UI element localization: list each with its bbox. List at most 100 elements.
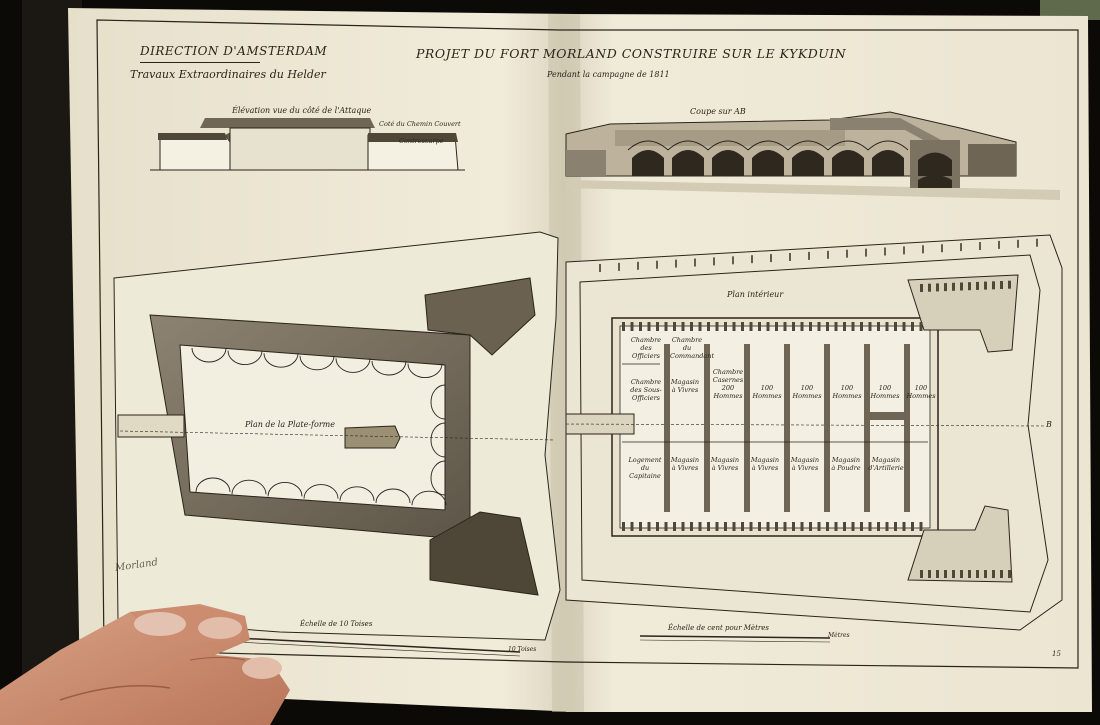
plate-title: PROJET DU FORT MORLAND CONSTRUIRE SUR LE… (416, 46, 847, 61)
page-number: 15 (1052, 650, 1061, 658)
plate-direction-heading: DIRECTION D'AMSTERDAM (140, 44, 328, 58)
scale-left-end: 10 Toises (508, 646, 537, 653)
casemate-arch (303, 484, 339, 499)
wall-tooth (749, 522, 753, 531)
platform-plan-label: Plan de la Plate-forme (245, 420, 335, 429)
wall-tooth (976, 570, 979, 578)
wall-tooth (664, 522, 668, 531)
wall-tooth (792, 522, 795, 531)
interior-wall-hatching (599, 238, 1038, 578)
wall-tooth (834, 322, 838, 331)
wall-tooth (817, 322, 821, 331)
scale-left-label: Échelle de 10 Toises (300, 620, 373, 628)
wall-tooth (698, 322, 702, 331)
room-label: 100 Hommes (832, 384, 862, 400)
wall-tooth (960, 570, 963, 578)
wall-tooth (673, 322, 676, 331)
wall-tooth (809, 522, 812, 531)
partition-wall (704, 344, 710, 512)
section-arch-outline (787, 140, 829, 151)
wall-tooth (775, 322, 778, 331)
wall-tooth (749, 322, 753, 331)
wall-tooth (724, 322, 727, 331)
room-label: Magasin à Vivres (750, 456, 780, 472)
wall-tooth (911, 322, 914, 331)
casemate-arch (411, 490, 447, 506)
wall-tooth (732, 322, 736, 331)
wall-tooth (860, 522, 863, 531)
wall-tooth (639, 522, 642, 531)
wall-tooth (894, 322, 897, 331)
wall-tooth (826, 322, 829, 331)
wall-tooth (936, 283, 939, 292)
wall-tooth (656, 322, 659, 331)
interior-walls (622, 344, 928, 512)
wall-tooth (681, 322, 685, 331)
wall-tooth (868, 522, 872, 531)
wall-tooth (1000, 281, 1003, 289)
wall-tooth (630, 522, 634, 531)
elevation-caption: Élévation vue du côté de l'Attaque (232, 106, 372, 115)
wall-tooth (843, 522, 846, 531)
scale-right-label: Échelle de cent pour Mètres (668, 624, 769, 632)
wall-tooth (894, 522, 897, 531)
room-label: Chambre du Commandant (670, 336, 715, 360)
casemate-arch (231, 479, 267, 495)
partition-wall (744, 344, 750, 512)
wall-tooth (817, 522, 821, 531)
room-label: 100 Hommes (906, 384, 936, 400)
wall-tooth (732, 522, 736, 531)
casemate-arch (430, 460, 446, 496)
wall-tooth (639, 322, 642, 331)
wall-tooth (960, 282, 963, 291)
wall-tooth (715, 522, 719, 531)
wall-tooth (656, 522, 659, 531)
wall-tooth (976, 281, 979, 290)
casemate-arch (430, 384, 446, 420)
casemate-arch (339, 486, 375, 501)
elevation-drawing (150, 118, 465, 171)
plate-direction-underline (140, 62, 260, 63)
room-label: Magasin à Poudre (831, 456, 861, 472)
wall-tooth (868, 322, 872, 331)
wall-tooth (809, 322, 812, 331)
casemate-arch (263, 353, 299, 368)
wall-tooth (920, 570, 923, 578)
plate-subtitle-left: Travaux Extraordinaires du Helder (130, 68, 326, 81)
wall-tooth (952, 282, 955, 291)
wall-tooth (690, 322, 693, 331)
room-label: 100 Hommes (870, 384, 900, 400)
section-caption: Coupe sur AB (690, 107, 746, 116)
partition-wall (824, 344, 830, 512)
section-arch (792, 150, 824, 176)
wall-tooth (647, 522, 651, 531)
casemate-arch (299, 355, 335, 371)
casemate-arch (227, 350, 263, 366)
section-arch-outline (827, 140, 869, 151)
casemate-arch (371, 360, 407, 376)
casemate-arch (335, 358, 371, 373)
casemate-arch (375, 488, 411, 504)
wall-tooth (877, 522, 880, 531)
elevation-note-1: Coté du Chemin Couvert (379, 120, 461, 128)
wall-tooth (885, 322, 889, 331)
wall-tooth (826, 522, 829, 531)
wall-tooth (698, 522, 702, 531)
wall-tooth (664, 322, 668, 331)
casemate-arch (430, 422, 446, 458)
elevation-note-2: Contrescarpe (399, 137, 444, 145)
section-arch (872, 150, 904, 176)
wall-tooth (766, 522, 770, 531)
wall-tooth (992, 570, 995, 578)
wall-tooth (622, 522, 625, 531)
wall-tooth (885, 522, 889, 531)
wall-tooth (928, 570, 931, 578)
wall-tooth (690, 522, 693, 531)
wall-tooth (968, 570, 971, 578)
wall-tooth (724, 522, 727, 531)
wall-tooth (766, 322, 770, 331)
plate-subtitle-right: Pendant la campagne de 1811 (547, 70, 670, 79)
room-label: Magasin à Vivres (790, 456, 820, 472)
wall-tooth (984, 281, 987, 290)
